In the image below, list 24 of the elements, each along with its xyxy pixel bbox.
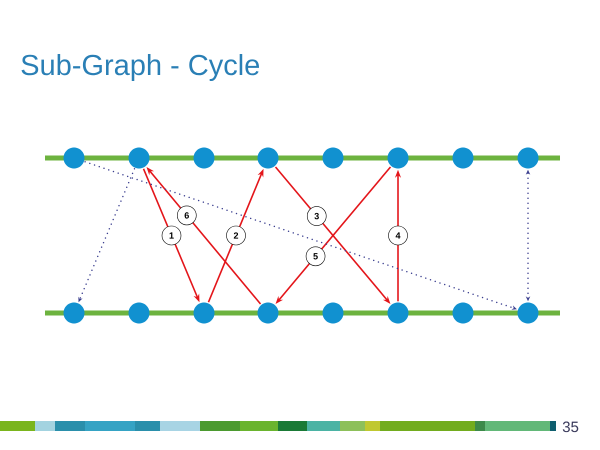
edge-label: 3 <box>306 206 327 226</box>
graph-node <box>258 148 278 168</box>
graph-node <box>322 302 344 324</box>
graph-node <box>258 302 278 324</box>
edge-label: 1 <box>162 226 182 246</box>
slide-title: Sub-Graph - Cycle <box>22 54 259 82</box>
graph-node <box>128 302 150 324</box>
graph-node <box>322 148 344 168</box>
graph-node <box>518 302 538 324</box>
edge-label: 6 <box>176 206 197 226</box>
graph-node <box>194 148 214 168</box>
graph-node <box>64 148 84 168</box>
edge-label: 2 <box>226 226 246 246</box>
graph-node <box>518 148 538 168</box>
edge-label: 4 <box>388 226 408 246</box>
edge-label: 5 <box>306 246 326 266</box>
graph-node <box>452 302 474 324</box>
graph-node <box>64 302 84 324</box>
graph-node <box>388 302 408 324</box>
page-number: 35 <box>562 422 578 432</box>
graph-node <box>452 148 474 168</box>
graph-node <box>128 148 150 168</box>
graph-node <box>194 302 214 324</box>
graph-node <box>388 148 408 168</box>
